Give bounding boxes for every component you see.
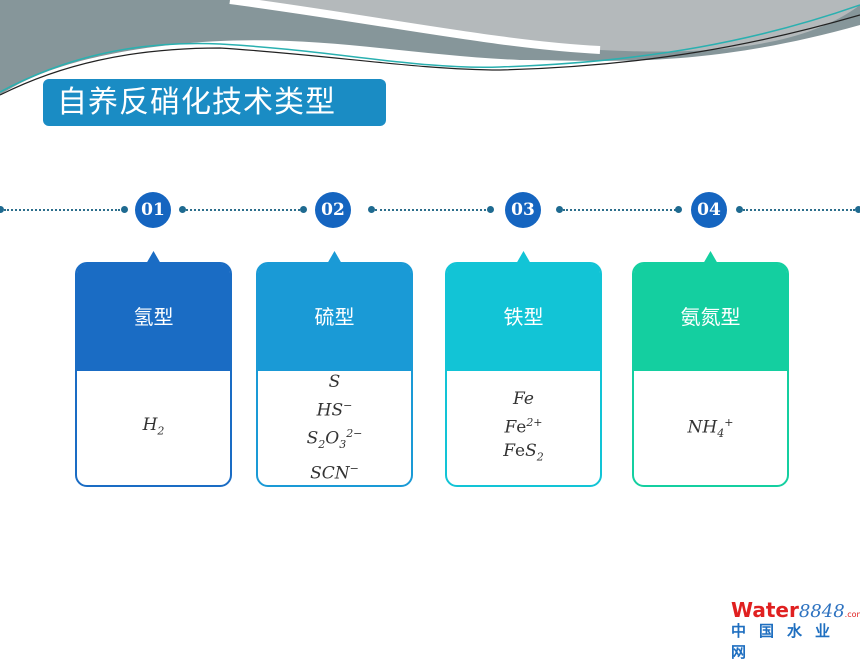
- logo-word: Water: [731, 598, 799, 622]
- timeline-line: [743, 209, 855, 211]
- formula-list: NH4+: [634, 371, 787, 485]
- formula-part: Fe: [513, 388, 534, 409]
- formula-part: e: [516, 417, 527, 438]
- formula-part: 2: [318, 438, 326, 452]
- timeline-dot: [855, 206, 860, 213]
- formula-part: 2: [536, 450, 544, 464]
- formula-part: H: [142, 414, 158, 435]
- card-hydrogen: 氢型 H2: [75, 262, 232, 487]
- header-wave-decoration: [0, 0, 860, 96]
- chemical-formula: FeS2: [503, 440, 544, 468]
- formula-part: SCN: [310, 463, 350, 484]
- logo-domain: .com: [844, 610, 860, 619]
- timeline-line: [186, 209, 300, 211]
- timeline-dot: [556, 206, 563, 213]
- formula-part: +: [724, 415, 734, 429]
- timeline-dot: [368, 206, 375, 213]
- chemical-formula: S: [329, 371, 341, 394]
- step-number-4: 04: [691, 192, 727, 228]
- formula-part: 2: [157, 424, 165, 438]
- water8848-logo: Water8848.com 中国水业网: [731, 598, 860, 662]
- formula-part: 3: [339, 438, 347, 452]
- card-title: 硫型: [258, 264, 411, 371]
- card-title: 氨氮型: [634, 264, 787, 371]
- logo-chinese: 中国水业网: [731, 622, 844, 661]
- timeline-dot: [675, 206, 682, 213]
- timeline-dot: [0, 206, 4, 213]
- formula-part: −: [343, 398, 353, 412]
- formula-part: 4: [717, 427, 725, 441]
- timeline-dot: [179, 206, 186, 213]
- formula-part: e: [515, 440, 526, 461]
- formula-part: 2−: [346, 427, 363, 441]
- timeline-dot: [487, 206, 494, 213]
- formula-part: S: [525, 440, 537, 461]
- formula-part: NH: [687, 417, 718, 438]
- timeline-dot: [736, 206, 743, 213]
- formula-part: F: [504, 417, 517, 438]
- formula-part: −: [349, 461, 359, 475]
- timeline-line: [563, 209, 676, 211]
- page-title: 自养反硝化技术类型: [43, 79, 386, 126]
- timeline-line: [375, 209, 490, 211]
- chemical-formula: Fe2+: [504, 411, 542, 440]
- card-title: 铁型: [447, 264, 600, 371]
- step-number-1: 01: [135, 192, 171, 228]
- step-number-3: 03: [505, 192, 541, 228]
- logo-number: 8848: [798, 601, 845, 622]
- chemical-formula: HS−: [317, 394, 353, 423]
- card-title: 氢型: [77, 264, 230, 371]
- step-number-2: 02: [315, 192, 351, 228]
- chemical-formula: NH4+: [688, 411, 734, 445]
- chemical-formula: S2O32−: [307, 422, 363, 456]
- timeline-dot: [300, 206, 307, 213]
- card-ammonia: 氨氮型 NH4+: [632, 262, 789, 487]
- formula-part: F: [503, 440, 516, 461]
- chemical-formula: H2: [143, 414, 165, 442]
- formula-part: 2+: [526, 415, 543, 429]
- formula-list: H2: [77, 371, 230, 485]
- timeline-line: [4, 209, 120, 211]
- formula-part: O: [325, 429, 340, 450]
- chemical-formula: Fe: [513, 388, 534, 411]
- formula-part: S: [306, 429, 319, 450]
- chemical-formula: SCN−: [310, 457, 359, 486]
- formula-part: HS: [316, 400, 344, 421]
- timeline-dot: [121, 206, 128, 213]
- formula-part: S: [328, 371, 341, 392]
